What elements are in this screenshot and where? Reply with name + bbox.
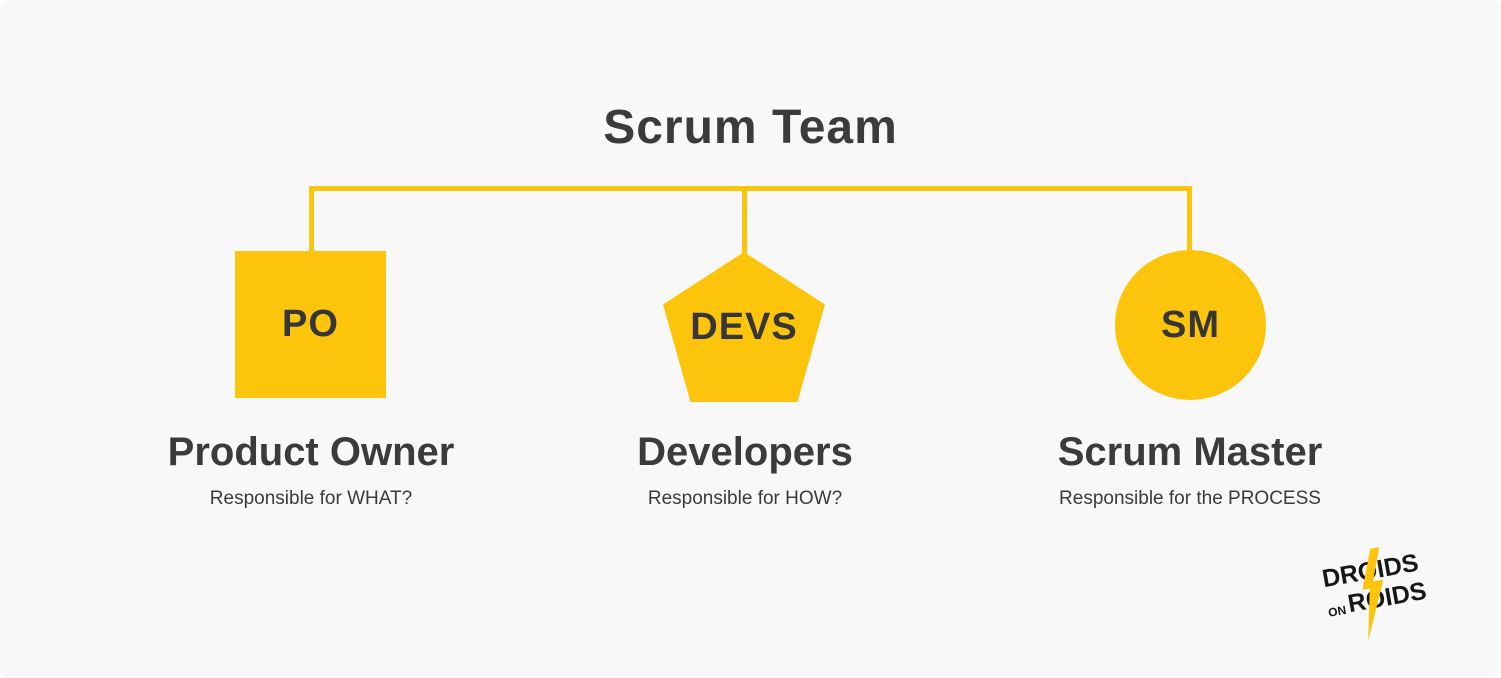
developers-pentagon-shape: DEVS [663,252,825,402]
connector-horizontal-line [309,186,1192,191]
product-owner-square-shape: PO [235,251,386,398]
scrum-master-name-label: Scrum Master [1057,430,1323,474]
developers-name-label: Developers [637,430,853,474]
logo-word-on: ON [1327,602,1348,620]
product-owner-name-label: Product Owner [167,430,455,474]
developers-responsibility-label: Responsible for HOW? [647,488,843,509]
connector-vertical-line-sm [1187,186,1192,252]
lightning-bolt-icon [1362,547,1384,641]
droids-on-roids-logo: DROIDS ON ROIDS [1320,547,1435,641]
scrum-master-circle-shape: SM [1115,250,1266,400]
developers-abbr: DEVS [690,305,798,348]
scrum-master-abbr: SM [1161,303,1220,346]
scrum-master-responsibility-label: Responsible for the PROCESS [1059,488,1321,509]
connector-vertical-line-po [309,186,314,252]
product-owner-abbr: PO [282,303,339,345]
diagram-title: Scrum Team [603,101,898,154]
product-owner-responsibility-label: Responsible for WHAT? [209,488,413,509]
connector-vertical-line-devs [742,186,747,254]
